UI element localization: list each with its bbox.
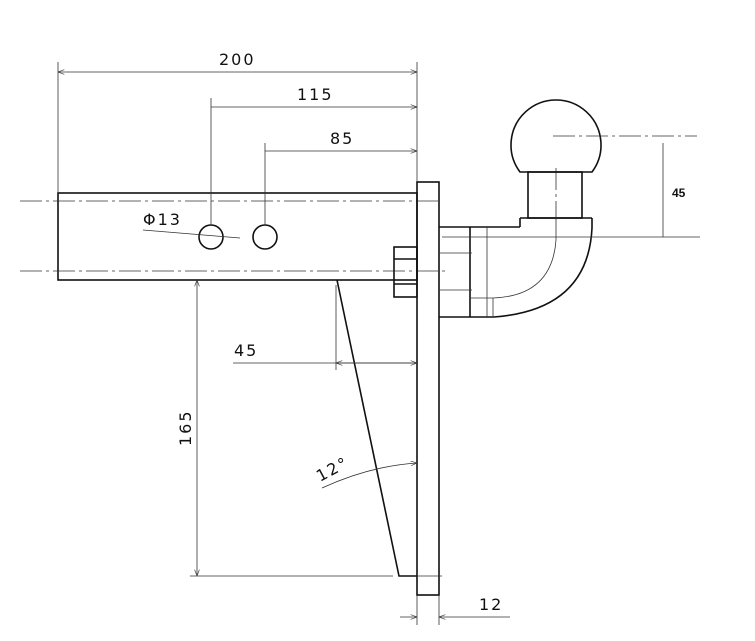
dim-hole2-distance: 85 — [330, 129, 354, 148]
tow-ball — [510, 99, 602, 173]
dim-hole-diameter: Φ13 — [143, 210, 182, 229]
hole-1 — [198, 224, 224, 250]
dim-plate-height: 165 — [176, 409, 195, 446]
dim-ball-height: 45 — [672, 186, 686, 200]
gusset — [336, 279, 417, 577]
nut — [393, 246, 418, 298]
dim-plate-thickness: 12 — [479, 595, 503, 614]
hole-2 — [252, 224, 278, 250]
dim-hole1-distance: 115 — [297, 85, 334, 104]
mounting-plate — [416, 181, 440, 596]
shank-tube — [20, 192, 447, 281]
hook-arm — [439, 168, 593, 318]
dim-gusset-offset: 45 — [234, 341, 258, 360]
dim-gusset-angle: 12° — [313, 453, 352, 486]
dim-overall-length: 200 — [219, 50, 256, 69]
